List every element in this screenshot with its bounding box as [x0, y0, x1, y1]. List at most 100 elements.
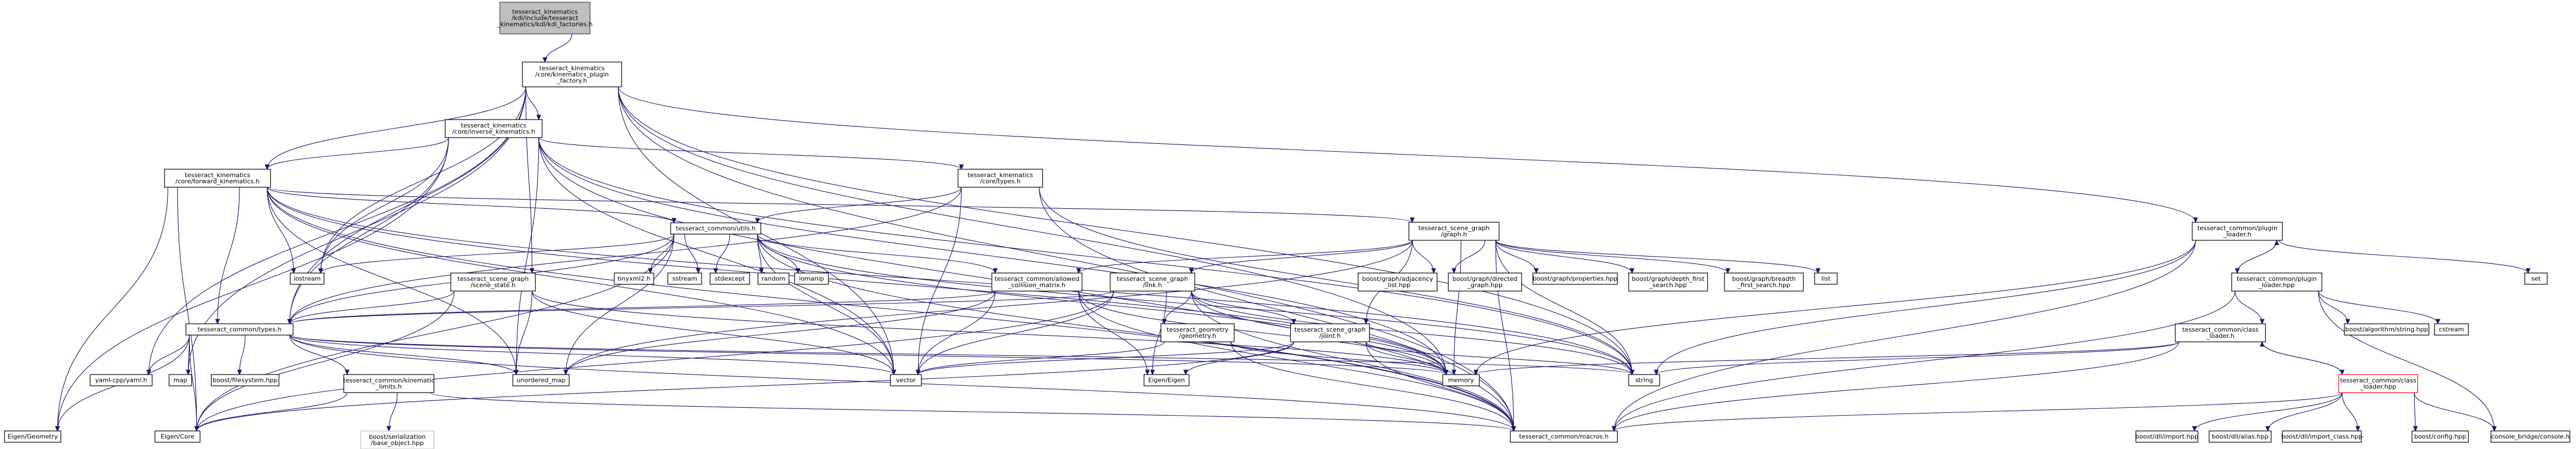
edge-arrowhead	[287, 319, 292, 325]
node-tesseract-common-class-loader-hpp[interactable]: tesseract_common/class_loader.hpp	[2338, 374, 2418, 393]
node-eigen-geometry[interactable]: Eigen/Geometry	[4, 430, 61, 443]
edge-n2-n4	[538, 137, 962, 170]
node-string[interactable]: string	[1628, 374, 1660, 386]
node-tesseract-scene-graph-scene-state-h[interactable]: tesseract_scene_graph/scene_state.h	[450, 272, 536, 292]
node-label-line: sstream	[672, 275, 697, 283]
edge-arrowhead	[386, 426, 392, 432]
node-boost-graph-breadth-first-search-hpp[interactable]: boost/graph/breadth_first_search.hpp	[1724, 272, 1804, 292]
node-eigen-eigen[interactable]: Eigen/Eigen	[1143, 374, 1190, 386]
node-tesseract-geometry-geometry-h[interactable]: tesseract_geometry/geometry.h	[1160, 323, 1235, 342]
node-iomanip[interactable]: iomanip	[794, 272, 829, 285]
node-tesseract-common-kinematic-limits-h[interactable]: tesseract_common/kinematic_limits.h	[343, 374, 434, 393]
node-boost-dll-alias-hpp[interactable]: boost/dll/alias.hpp	[2209, 430, 2272, 443]
edge-n6-n37	[1453, 240, 1462, 375]
node-unordered-map[interactable]: unordered_map	[512, 374, 570, 386]
node-label-line: /core/kinematics_plugin	[535, 71, 609, 78]
node-boost-serialization-base-object-hpp[interactable]: boost/serialization/base_object.hpp	[360, 430, 434, 449]
node-tesseract-common-types-h[interactable]: tesseract_common/types.h	[185, 323, 294, 336]
node-map[interactable]: map	[169, 374, 192, 386]
node-label-line: tesseract_common/kinematic	[343, 377, 434, 384]
node-label-line: /graph.h	[1441, 231, 1467, 238]
edge-n11-n12	[1191, 290, 1294, 324]
node-tesseract-kinematics-core-inverse-kinematics-h[interactable]: tesseract_kinematics/core/inverse_kinema…	[445, 119, 543, 138]
node-boost-algorithm-string-hpp[interactable]: boost/algorithm/string.hpp	[2344, 323, 2429, 336]
edge-n9-n35	[516, 290, 533, 375]
edge-arrowhead	[185, 369, 191, 376]
node-vector[interactable]: vector	[890, 374, 922, 386]
node-eigen-core[interactable]: Eigen/Core	[154, 430, 201, 443]
node-tesseract-kinematics-core-types-h[interactable]: tesseract_kinematics/core/types.h	[957, 169, 1043, 188]
node-box	[757, 272, 790, 285]
node-box	[4, 430, 61, 443]
edge-arrowhead	[1511, 426, 1517, 432]
edge-n5-n10	[757, 234, 996, 274]
edge-arrowhead	[563, 369, 569, 376]
edge-n8-n45	[2318, 290, 2438, 324]
node-tesseract-common-plugin-loader-hpp[interactable]: tesseract_common/plugin_loader.hpp	[2231, 272, 2322, 292]
edge-n2-n19	[320, 137, 449, 274]
edge-n16-n18	[1613, 341, 2179, 432]
node-label-line: _list.hpp	[1384, 281, 1411, 289]
edge-n5-n38	[757, 234, 1633, 375]
node-random[interactable]: random	[757, 272, 790, 285]
edge-arrowhead	[1473, 369, 1479, 376]
edge-arrowhead	[713, 268, 719, 274]
node-sstream[interactable]: sstream	[667, 272, 702, 285]
node-tesseract-scene-graph-graph-h[interactable]: tesseract_scene_graph/graph.h	[1408, 222, 1500, 241]
node-tesseract-kinematics-kdl-include-tesseract-kinematics-kdl-kdl-factories-h[interactable]: tesseract_kinematics/kdl/include/tessera…	[496, 2, 593, 34]
node-console-bridge-console-h[interactable]: console_bridge/console.h	[2490, 430, 2570, 443]
node-boost-graph-adjacency-list-hpp[interactable]: boost/graph/adjacency_list.hpp	[1358, 272, 1438, 292]
node-boost-graph-directed-graph-hpp[interactable]: boost/graph/directed_graph.hpp	[1448, 272, 1522, 292]
node-boost-graph-properties-hpp[interactable]: boost/graph/properties.hpp	[1532, 272, 1618, 285]
edge-n6-n30	[1495, 240, 1819, 274]
edge-arrowhead	[536, 115, 542, 121]
node-label-line: _limits.h	[375, 383, 402, 390]
node-box	[1110, 272, 1195, 292]
node-tesseract-scene-graph-link-h[interactable]: tesseract_scene_graph/link.h	[1110, 272, 1195, 292]
edge-n5-n41	[196, 234, 675, 432]
node-tinyxml2-h[interactable]: tinyxml2.h	[614, 272, 654, 285]
edge-arrowhead	[1629, 268, 1635, 274]
node-yaml-cpp-yaml-h[interactable]: yaml-cpp/yaml.h	[90, 374, 153, 386]
node-label-line: boost/graph/directed	[1452, 275, 1517, 283]
node-iostream[interactable]: iostream	[290, 272, 325, 285]
edge-n10-n37	[1078, 290, 1447, 375]
edge-arrowhead	[146, 369, 152, 376]
node-tesseract-common-utils-h[interactable]: tesseract_common/utils.h	[670, 222, 761, 235]
edge-arrowhead	[1431, 268, 1436, 274]
node-boost-dll-import-class-hpp[interactable]: boost/dll/import_class.hpp	[2281, 430, 2363, 443]
node-set[interactable]: set	[2524, 272, 2548, 285]
node-memory[interactable]: memory	[1442, 374, 1480, 386]
node-tesseract-kinematics-core-forward-kinematics-h[interactable]: tesseract_kinematics/core/forward_kinema…	[164, 169, 271, 188]
edge-arrowhead	[1611, 426, 1617, 432]
node-tesseract-kinematics-core-kinematics-plugin-factory-h[interactable]: tesseract_kinematics/core/kinematics_plu…	[522, 61, 622, 87]
edge-n17-n49	[2414, 392, 2416, 432]
node-label-line: _collision_matrix.h	[1008, 281, 1066, 289]
edge-n15-n42	[388, 392, 398, 432]
node-tesseract-common-macros-h[interactable]: tesseract_common/macros.h	[1510, 430, 1618, 443]
node-list[interactable]: list	[1814, 272, 1838, 285]
edge-n3-n5	[267, 187, 675, 223]
node-box	[710, 272, 750, 285]
edge-n1-n7	[618, 86, 2196, 223]
node-boost-dll-import-hpp[interactable]: boost/dll/import.hpp	[2135, 430, 2198, 443]
edge-n4-n36	[917, 187, 962, 375]
node-tesseract-common-plugin-loader-h[interactable]: tesseract_common/plugin_loader.h	[2192, 222, 2283, 241]
edge-arrowhead	[1076, 268, 1081, 274]
edge-arrowhead	[1183, 369, 1189, 376]
node-cstream[interactable]: cstream	[2434, 323, 2469, 336]
node-boost-config-hpp[interactable]: boost/config.hpp	[2411, 430, 2469, 443]
edge-n7-n38	[1656, 240, 2196, 375]
node-tesseract-scene-graph-joint-h[interactable]: tesseract_scene_graph/joint.h	[1290, 323, 1370, 342]
edge-n2-n37	[538, 137, 1447, 375]
node-stdexcept[interactable]: stdexcept	[710, 272, 750, 285]
node-label-line: _search.hpp	[1649, 281, 1687, 289]
node-label-line: /core/inverse_kinematics.h	[452, 128, 535, 135]
edge-n10-n36	[917, 290, 996, 375]
node-label-line: /core/forward_kinematics.h	[175, 178, 259, 185]
edge-n5-n18	[757, 234, 1514, 432]
node-tesseract-common-allowed-collision-matrix-h[interactable]: tesseract_common/allowed_collision_matri…	[991, 272, 1083, 292]
node-boost-graph-depth-first-search-hpp[interactable]: boost/graph/depth_first_search.hpp	[1628, 272, 1708, 292]
node-tesseract-common-class-loader-h[interactable]: tesseract_common/class_loader.h	[2175, 323, 2266, 342]
node-boost-filesystem-hpp[interactable]: boost/filesystem.hpp	[211, 374, 280, 386]
